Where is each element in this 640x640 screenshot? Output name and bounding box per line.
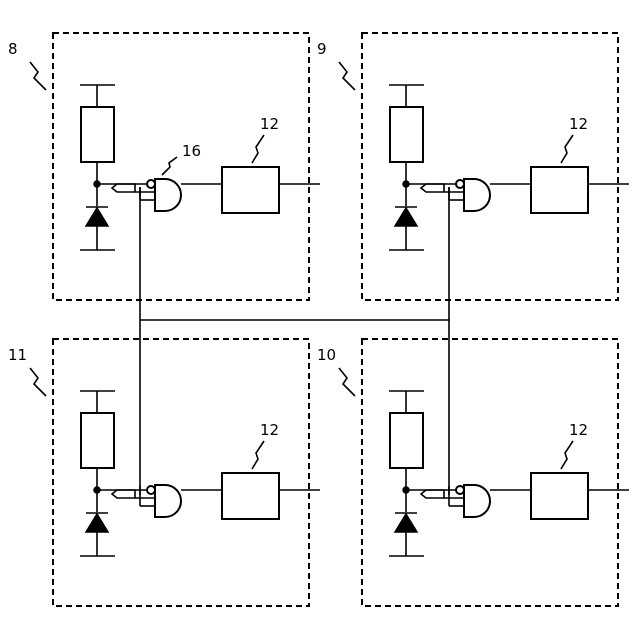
gate-label: 16 — [182, 142, 201, 160]
leader-line — [561, 135, 573, 163]
diode-icon — [86, 208, 108, 226]
and-gate-icon — [464, 179, 490, 211]
module-label: 12 — [260, 115, 279, 133]
resistor-icon — [81, 107, 114, 162]
diode-icon — [86, 514, 108, 532]
input-pin-icon — [421, 490, 444, 498]
leader-line — [252, 135, 264, 163]
leader-line — [561, 441, 573, 469]
diode-icon — [395, 514, 417, 532]
block-9: 9 12 — [317, 33, 629, 300]
block-label: 10 — [317, 346, 336, 364]
and-gate-icon — [155, 179, 181, 211]
and-gate-icon — [155, 485, 181, 517]
module-label: 12 — [569, 115, 588, 133]
resistor-icon — [390, 107, 423, 162]
resistor-icon — [390, 413, 423, 468]
module-box-icon — [222, 473, 279, 519]
leader-line — [30, 62, 46, 90]
block-label: 11 — [8, 346, 27, 364]
input-pin-icon — [112, 184, 135, 192]
leader-line — [162, 157, 177, 175]
block-10: 10 12 — [317, 339, 629, 606]
module-label: 12 — [260, 421, 279, 439]
module-label: 12 — [569, 421, 588, 439]
input-pin-icon — [112, 490, 135, 498]
block-label: 9 — [317, 40, 327, 58]
module-box-icon — [531, 167, 588, 213]
module-box-icon — [222, 167, 279, 213]
block-11: 11 12 — [8, 339, 320, 606]
leader-line — [252, 441, 264, 469]
input-pin-icon — [421, 184, 444, 192]
block-8: 8 16 12 — [8, 33, 320, 300]
leader-line — [339, 368, 355, 396]
resistor-icon — [81, 413, 114, 468]
leader-line — [339, 62, 355, 90]
module-box-icon — [531, 473, 588, 519]
block-label: 8 — [8, 40, 18, 58]
diode-icon — [395, 208, 417, 226]
leader-line — [30, 368, 46, 396]
and-gate-icon — [464, 485, 490, 517]
